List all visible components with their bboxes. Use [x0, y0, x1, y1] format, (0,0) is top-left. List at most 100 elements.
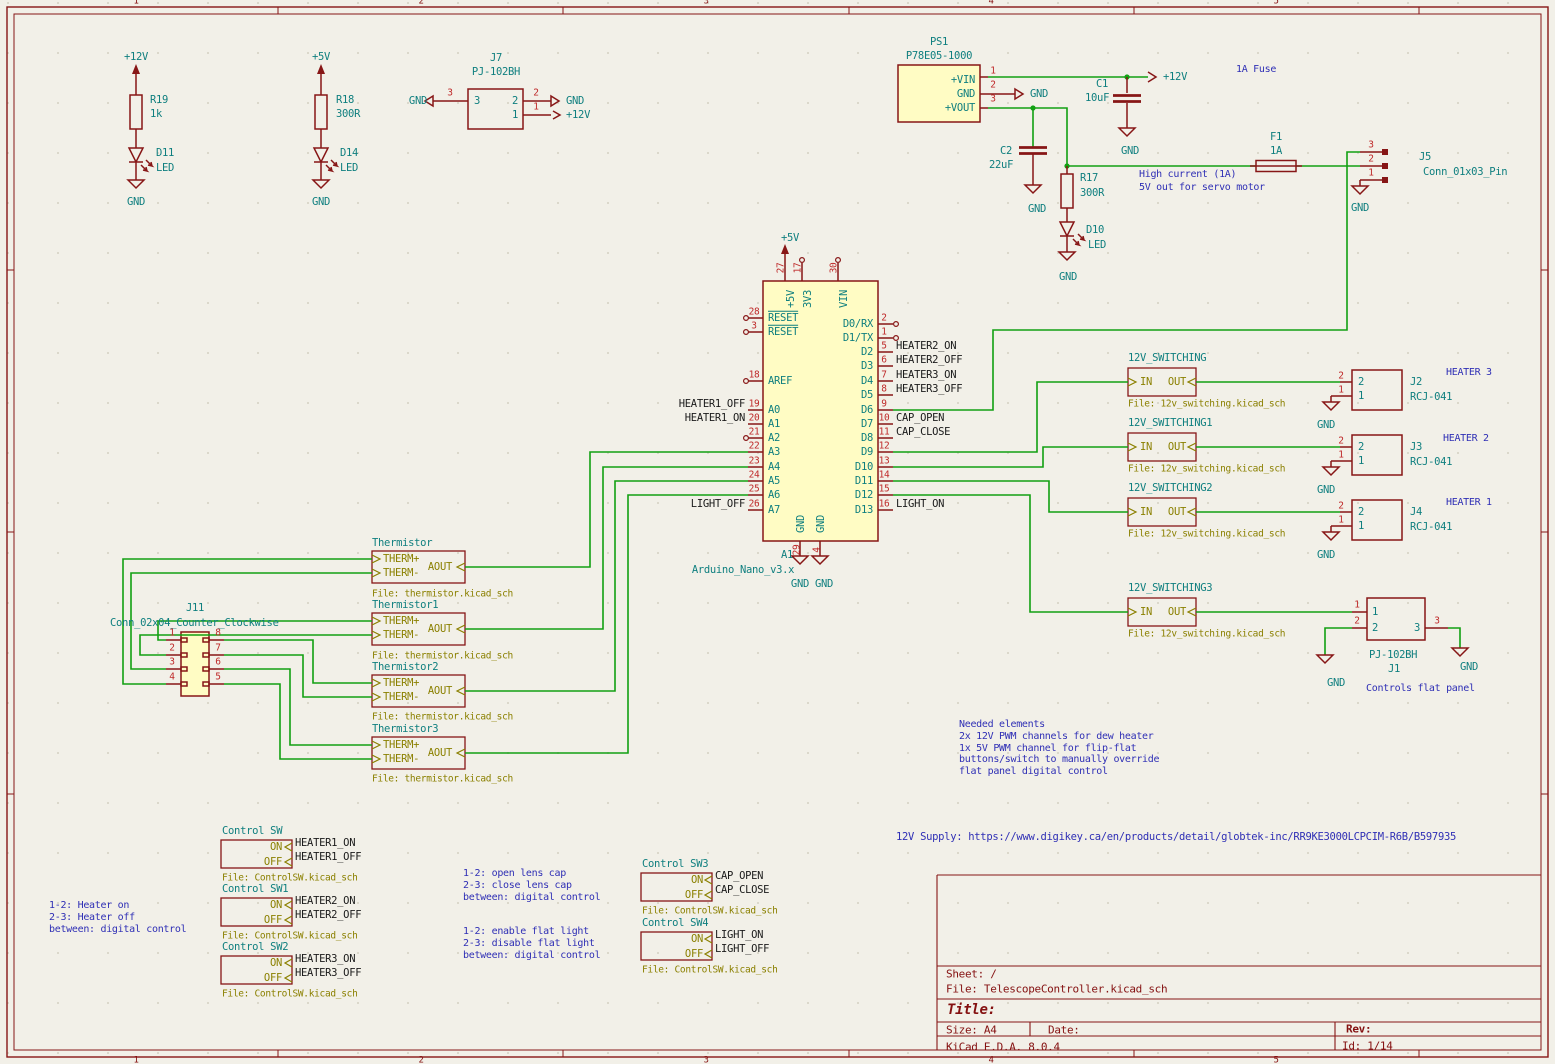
arduino-pin23-num: 23: [748, 455, 760, 467]
arduino-pin2-num: 2: [881, 312, 887, 324]
arduino-pin26-num: 26: [748, 498, 760, 510]
gnd-symbol-c2: [1023, 184, 1043, 195]
ps1-pin3-num: 3: [990, 93, 996, 105]
arduino-pin-d9: D9: [860, 445, 873, 458]
note-12v-supply-link[interactable]: 12V Supply: https://www.digikey.ca/en/pr…: [896, 830, 1457, 843]
arduino-pin-a4: A4: [768, 460, 781, 473]
arduino-pin-a0: A0: [768, 403, 781, 416]
th1-file: File: thermistor.kicad_sch: [372, 650, 513, 662]
label-heater2-off-sw: HEATER2_OFF: [295, 908, 362, 921]
gnd-symbol-j2: [1321, 401, 1341, 412]
pwr-flag-12v-a: +12V: [123, 50, 149, 63]
label-heater2-on: HEATER2_ON: [896, 339, 957, 352]
arduino-pin-vin: VIN: [837, 289, 850, 309]
note-heater3: HEATER 3: [1446, 367, 1492, 378]
frame-col-2-top: 2: [418, 0, 424, 7]
label-heater1-off-sw: HEATER1_OFF: [295, 850, 362, 863]
arduino-pin6-num: 6: [881, 354, 887, 366]
sheet-control-sw1[interactable]: [220, 897, 293, 927]
j2-pins: [1330, 381, 1352, 402]
th0-pin-minus: THERM-: [383, 566, 420, 579]
j4-pin1-num: 1: [1338, 514, 1344, 526]
ps1-ref: PS1: [929, 35, 949, 48]
arduino-pin7-num: 7: [881, 369, 887, 381]
pwr-12v-ps1: +12V: [1163, 70, 1188, 83]
gnd-symbol-d14: [311, 179, 331, 190]
label-heater1-off: HEATER1_OFF: [678, 397, 746, 410]
arduino-pin13-num: 13: [878, 455, 890, 467]
j1-ref: J1: [1388, 662, 1401, 675]
th3-name: Thermistor3: [372, 722, 439, 735]
csw0-name: Control SW: [222, 824, 283, 837]
label-cap-close-sw: CAP_CLOSE: [715, 883, 770, 896]
sheet-control-sw4[interactable]: [640, 931, 713, 961]
gnd-symbol-j1-right: [1450, 647, 1470, 658]
arduino-pin-d1: D1/TX: [842, 331, 873, 344]
titleblock-date: Date:: [1048, 1023, 1080, 1037]
arduino-pin12-num: 12: [878, 440, 890, 452]
j4-body: [1351, 499, 1403, 541]
arduino-pin4-num: 4: [811, 547, 823, 553]
note-1a-fuse: 1A Fuse: [1236, 64, 1277, 75]
label-heater3-off-sw: HEATER3_OFF: [295, 966, 362, 979]
j2-body: [1351, 369, 1403, 411]
d14-ref: D14: [340, 146, 359, 159]
csw3-pin-on: ON: [690, 873, 703, 886]
j1-pin1-name: 1: [1372, 605, 1379, 618]
arduino-pin24-num: 24: [748, 469, 760, 481]
sheet-control-sw[interactable]: [220, 839, 293, 869]
j1-value: PJ-102BH: [1369, 648, 1418, 661]
arduino-pin21-num: 21: [748, 426, 760, 438]
arduino-pin-a1: A1: [768, 417, 781, 430]
title-block: [936, 874, 1541, 1050]
arduino-pin-d5: D5: [860, 388, 873, 401]
arduino-pin-reset2: RESET: [768, 325, 799, 338]
d10-value: LED: [1088, 238, 1107, 251]
th0-pin-plus: THERM+: [383, 552, 420, 565]
j1-pin2-name: 2: [1372, 621, 1379, 634]
th3-file: File: thermistor.kicad_sch: [372, 773, 513, 785]
j2-value: RCJ-041: [1410, 390, 1453, 403]
j11-pin7-num: 7: [215, 642, 221, 654]
sw3-pin-in: IN: [1140, 605, 1153, 618]
note-heater-sw-2: 2-3: Heater off: [49, 912, 135, 923]
label-light-on-sw: LIGHT_ON: [715, 928, 764, 941]
ps1-body: [897, 64, 981, 123]
resistor-r18: [314, 70, 328, 148]
arduino-pin8-num: 8: [881, 383, 887, 395]
arduino-pin22-num: 22: [748, 440, 760, 452]
label-heater3-on-sw: HEATER3_ON: [295, 952, 356, 965]
arduino-pin-aref: AREF: [768, 374, 793, 387]
arduino-body: [762, 280, 879, 542]
gnd-j5: GND: [1350, 201, 1370, 214]
sw1-pin-in: IN: [1140, 440, 1153, 453]
arduino-pin17-num: 17: [792, 262, 804, 274]
gnd-symbol-d11: [126, 179, 146, 190]
arduino-pin-a2: A2: [768, 431, 781, 444]
led-d11: [127, 147, 155, 180]
sheet-control-sw3[interactable]: [640, 872, 713, 902]
d14-value: LED: [340, 161, 359, 174]
titleblock-file: File: TelescopeController.kicad_sch: [946, 982, 1168, 996]
sheet-control-sw2[interactable]: [220, 955, 293, 985]
titleblock-rev: Rev:: [1346, 1022, 1372, 1036]
arduino-pin25-num: 25: [748, 483, 760, 495]
j5-pin1-num: 1: [1368, 167, 1374, 179]
gnd-symbol-j4: [1321, 531, 1341, 542]
ps1-pin1-num: 1: [990, 65, 996, 77]
wires: [122, 76, 1461, 760]
csw3-file: File: ControlSW.kicad_sch: [642, 905, 778, 917]
d11-ref: D11: [156, 146, 175, 159]
label-light-off-sw: LIGHT_OFF: [715, 942, 770, 955]
j11-value: Conn_02x04_Counter_Clockwise: [110, 616, 279, 629]
label-cap-close: CAP_CLOSE: [896, 425, 951, 438]
sw0-pin-in: IN: [1140, 375, 1153, 388]
sheet-pin-glyphs: [283, 377, 1197, 983]
arduino-top-pins: [784, 250, 839, 281]
csw3-name: Control SW3: [642, 857, 709, 870]
label-heater1-on-sw: HEATER1_ON: [295, 836, 356, 849]
arduino-pin-3v3: 3V3: [801, 289, 814, 309]
